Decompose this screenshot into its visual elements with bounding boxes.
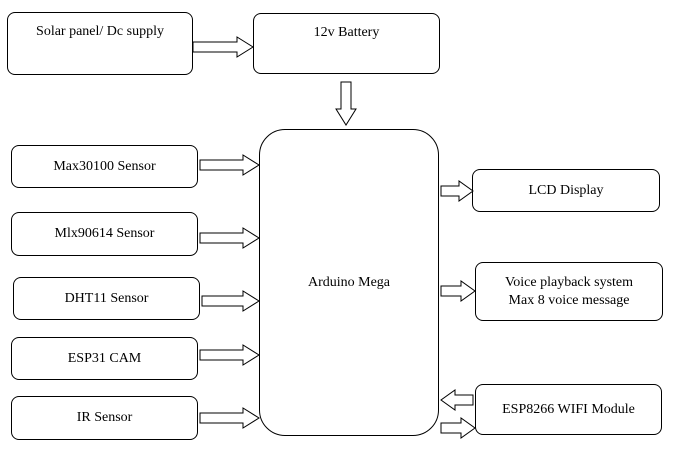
arrow-ir-to-arduino [199, 407, 260, 429]
mlx90614-sensor-label: Mlx90614 Sensor [54, 226, 155, 241]
max30100-sensor-label: Max30100 Sensor [53, 158, 156, 174]
ir-sensor-label: IR Sensor [76, 410, 133, 425]
mlx90614-sensor-box: Mlx90614 Sensor [11, 212, 198, 256]
arrow-mlx90614-to-arduino [199, 227, 260, 249]
dht11-sensor-label: DHT11 Sensor [64, 290, 149, 306]
esp8266-wifi-label: ESP8266 WIFI Module [502, 401, 635, 417]
lcd-display-box: LCD Display [472, 169, 660, 212]
arrow-arduino-to-wifi [440, 417, 476, 439]
battery-box: 12v Battery [253, 13, 440, 74]
solar-panel-box: Solar panel/ Dc supply [7, 12, 193, 75]
arduino-mega-box: Arduino Mega [259, 129, 439, 436]
dht11-sensor-box: DHT11 Sensor [13, 277, 200, 320]
lcd-display-label: LCD Display [528, 182, 604, 198]
voice-playback-line1: Voice playback system [504, 274, 634, 290]
battery-label: 12v Battery [313, 25, 380, 40]
esp31-cam-box: ESP31 CAM [11, 337, 198, 380]
voice-playback-box: Voice playback system Max 8 voice messag… [475, 262, 663, 321]
max30100-sensor-box: Max30100 Sensor [11, 145, 198, 188]
arrow-esp31cam-to-arduino [199, 344, 260, 366]
arrow-wifi-to-arduino [440, 389, 474, 411]
arrow-arduino-to-lcd [440, 180, 474, 202]
arrow-solar-to-battery [192, 36, 254, 58]
voice-playback-line2: Max 8 voice message [508, 292, 630, 308]
arduino-mega-label: Arduino Mega [307, 274, 391, 290]
arrow-dht11-to-arduino [201, 290, 260, 312]
esp31-cam-label: ESP31 CAM [67, 350, 142, 366]
ir-sensor-box: IR Sensor [11, 396, 198, 440]
esp8266-wifi-box: ESP8266 WIFI Module [475, 384, 662, 435]
arrow-battery-to-arduino [335, 81, 357, 126]
arrow-arduino-to-voice [440, 280, 476, 302]
arrow-max30100-to-arduino [199, 154, 260, 176]
solar-panel-label: Solar panel/ Dc supply [36, 24, 164, 39]
